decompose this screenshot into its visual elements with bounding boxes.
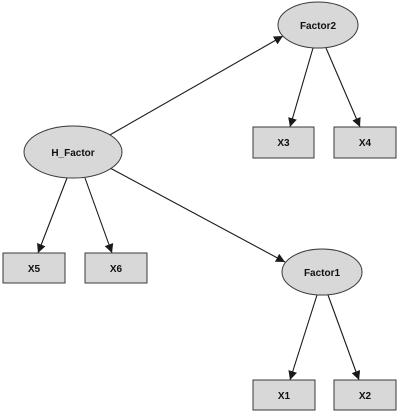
- observed-box: [333, 379, 397, 411]
- observed-box: [2, 252, 66, 284]
- observed-box: [333, 126, 397, 159]
- node-label-x5: X5: [28, 264, 41, 275]
- node-label-factor1: Factor1: [304, 268, 341, 279]
- node-label-x2: X2: [359, 391, 372, 402]
- edge-h-factor-to-x6: [84, 177, 114, 254]
- node-factor1: Factor1: [281, 248, 363, 296]
- node-h-factor: H_Factor: [23, 125, 123, 179]
- edge-factor1-to-x1: [288, 294, 318, 381]
- node-label-x3: X3: [277, 138, 290, 149]
- latent-ellipse: [23, 125, 123, 179]
- edge-factor1-to-x2: [327, 294, 361, 381]
- edge-h-factor-to-x5: [37, 177, 68, 254]
- node-x3: X3: [252, 126, 315, 159]
- node-x4: X4: [333, 126, 397, 159]
- observed-box: [252, 379, 316, 411]
- node-label-factor2: Factor2: [300, 21, 337, 32]
- node-x1: X1: [252, 379, 316, 411]
- node-x5: X5: [2, 252, 66, 284]
- node-label-x6: X6: [110, 264, 123, 275]
- node-label-x4: X4: [359, 138, 372, 149]
- edges: [37, 35, 361, 381]
- node-x6: X6: [84, 252, 148, 284]
- node-label-h-factor: H_Factor: [51, 148, 94, 159]
- observed-box: [84, 252, 148, 284]
- edge-h-factor-to-factor1: [109, 167, 286, 263]
- observed-box: [252, 126, 315, 159]
- node-label-x1: X1: [278, 391, 291, 402]
- node-factor2: Factor2: [277, 1, 359, 49]
- node-x2: X2: [333, 379, 397, 411]
- edge-factor2-to-x3: [288, 47, 314, 128]
- latent-ellipse: [277, 1, 359, 49]
- edge-factor2-to-x4: [325, 47, 361, 128]
- latent-ellipse: [281, 248, 363, 296]
- edge-h-factor-to-factor2: [107, 35, 284, 137]
